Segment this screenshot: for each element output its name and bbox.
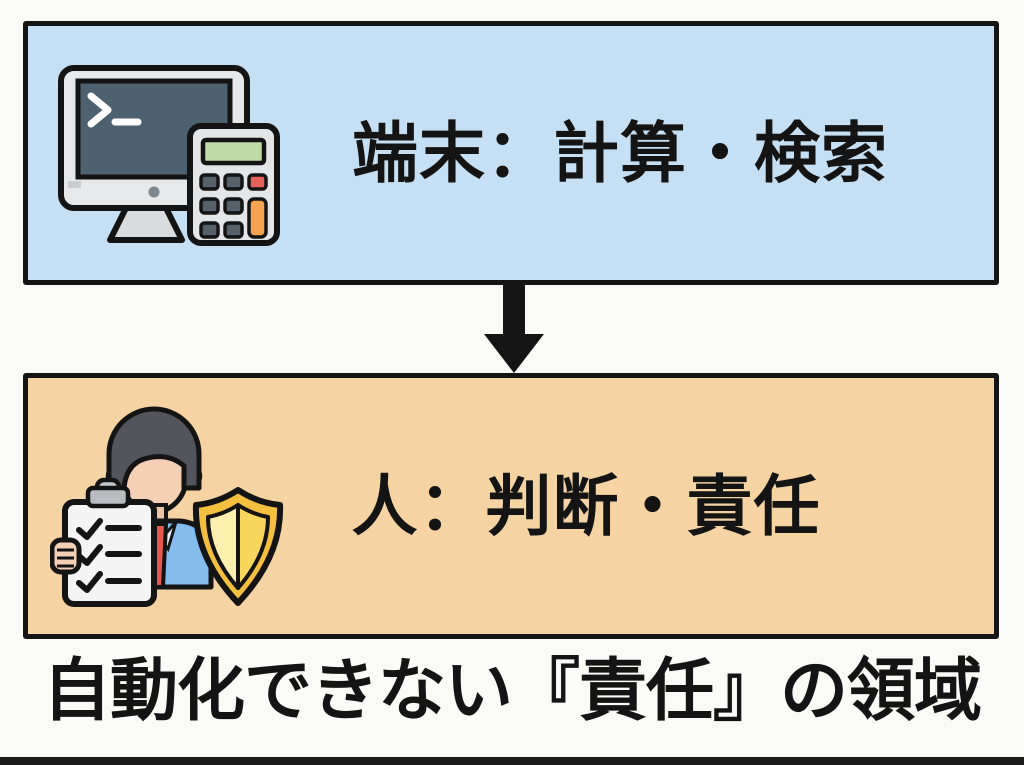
terminal-prompt-icon	[87, 92, 112, 128]
calculator-icon	[187, 123, 280, 246]
human-box: 人：判断・責任	[23, 373, 999, 639]
checkmark-icon	[76, 518, 103, 540]
person-checklist-shield-svg	[49, 406, 284, 607]
terminal-box: 端末：計算・検索	[23, 21, 999, 285]
terminal-calculator-svg	[58, 65, 280, 246]
bottom-edge-strip	[0, 757, 1024, 765]
checkmark-icon	[76, 544, 103, 566]
shield-icon	[192, 487, 284, 606]
hand	[49, 537, 82, 575]
checkmark-icon	[76, 571, 103, 593]
person-checklist-shield-icon	[49, 404, 286, 610]
checklist-clipboard-icon	[49, 477, 157, 607]
caption: 自動化できない『責任』の領域	[42, 653, 982, 729]
human-box-label: 人：判断・責任	[351, 469, 821, 543]
hair	[106, 406, 202, 491]
down-arrow-icon	[484, 284, 544, 373]
terminal-calculator-icon	[58, 64, 280, 246]
terminal-box-label: 端末：計算・検索	[352, 116, 888, 190]
